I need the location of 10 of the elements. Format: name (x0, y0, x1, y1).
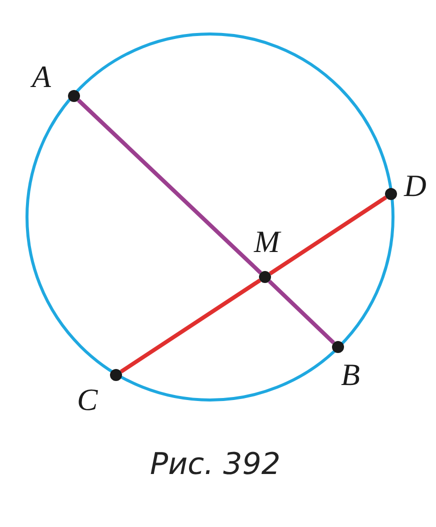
point-label: M (254, 226, 280, 258)
figure-caption: Рис. 392 (150, 446, 280, 484)
point-label: C (77, 384, 98, 416)
point-label: D (404, 170, 426, 202)
line-segment (120, 278, 262, 374)
line-segment (76, 98, 262, 274)
line-segment (268, 280, 336, 344)
point-label: B (341, 359, 360, 391)
point-label: A (32, 61, 51, 93)
line-segment (268, 196, 388, 276)
